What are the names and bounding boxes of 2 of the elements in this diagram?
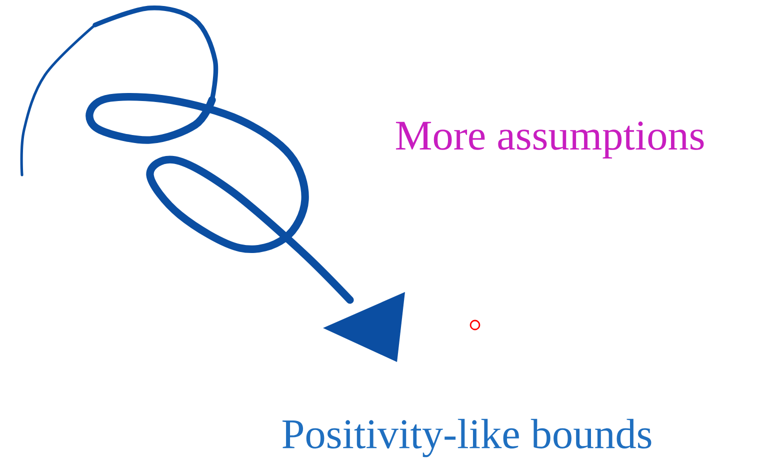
heading-text: More assumptions	[396, 122, 704, 158]
heading-text: Positivity-like bounds	[282, 418, 652, 458]
